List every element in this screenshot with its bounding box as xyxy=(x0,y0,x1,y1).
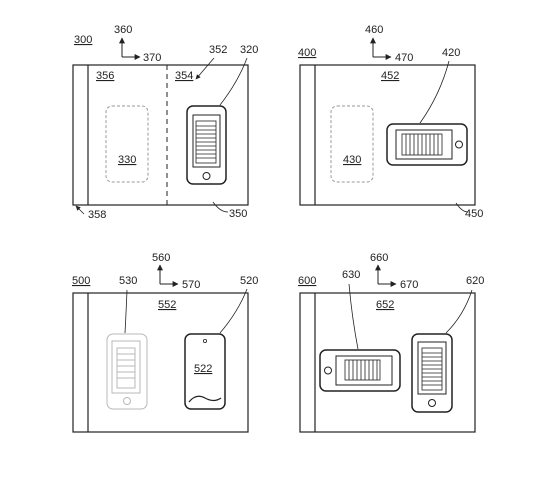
ref-352: 352 xyxy=(209,44,227,56)
figure-400: 400 460 470 452 430 xyxy=(298,24,483,220)
axis-x-label-570: 570 xyxy=(182,279,200,291)
axis-y-label-660: 660 xyxy=(370,252,388,264)
phone-520 xyxy=(184,333,226,410)
figure-label-400: 400 xyxy=(298,47,316,59)
axis-y-label-560: 560 xyxy=(152,252,170,264)
phone-320 xyxy=(186,105,227,185)
ref-350: 350 xyxy=(229,208,247,220)
ref-450: 450 xyxy=(465,208,483,220)
ref-620: 620 xyxy=(466,275,484,287)
ref-358: 358 xyxy=(88,209,106,221)
ref-452: 452 xyxy=(381,70,399,82)
axis-indicator-400: 460 470 xyxy=(365,24,413,64)
axis-indicator-500: 560 570 xyxy=(152,252,200,291)
axis-x-label-370: 370 xyxy=(143,52,161,64)
ref-430: 430 xyxy=(343,154,361,166)
ref-420: 420 xyxy=(442,47,460,59)
figure-500: 500 560 570 552 530 522 xyxy=(72,252,258,433)
figure-label-600: 600 xyxy=(298,275,316,287)
axis-x-label-470: 470 xyxy=(395,52,413,64)
axis-indicator-300: 360 370 xyxy=(114,24,161,64)
phone-620 xyxy=(411,333,453,413)
axis-y-label-460: 460 xyxy=(365,24,383,36)
ghost-phone-430 xyxy=(330,105,374,183)
device-frame-600 xyxy=(299,292,476,433)
ref-652: 652 xyxy=(376,299,394,311)
ref-356: 356 xyxy=(96,70,114,82)
axis-y-label-360: 360 xyxy=(114,24,132,36)
ghost-phone-530 xyxy=(106,333,148,410)
ref-530: 530 xyxy=(119,275,137,287)
ref-630: 630 xyxy=(342,269,360,281)
axis-x-label-670: 670 xyxy=(400,279,418,291)
phone-420 xyxy=(386,123,468,166)
phone-630 xyxy=(319,349,401,392)
figure-300: 300 360 370 356 354 330 xyxy=(72,24,258,221)
device-frame-400 xyxy=(299,64,476,206)
axis-indicator-600: 660 670 xyxy=(370,252,418,291)
ref-354: 354 xyxy=(175,70,193,82)
device-frame-500 xyxy=(72,292,249,433)
device-frame-300 xyxy=(72,64,249,206)
ref-552: 552 xyxy=(158,299,176,311)
figure-600: 600 660 670 652 6 xyxy=(298,252,484,433)
ref-520: 520 xyxy=(240,275,258,287)
ref-320: 320 xyxy=(240,44,258,56)
ghost-phone-330 xyxy=(105,105,149,183)
figure-label-300: 300 xyxy=(74,34,92,46)
ref-522: 522 xyxy=(194,363,212,375)
ref-330: 330 xyxy=(118,154,136,166)
figure-label-500: 500 xyxy=(72,275,90,287)
